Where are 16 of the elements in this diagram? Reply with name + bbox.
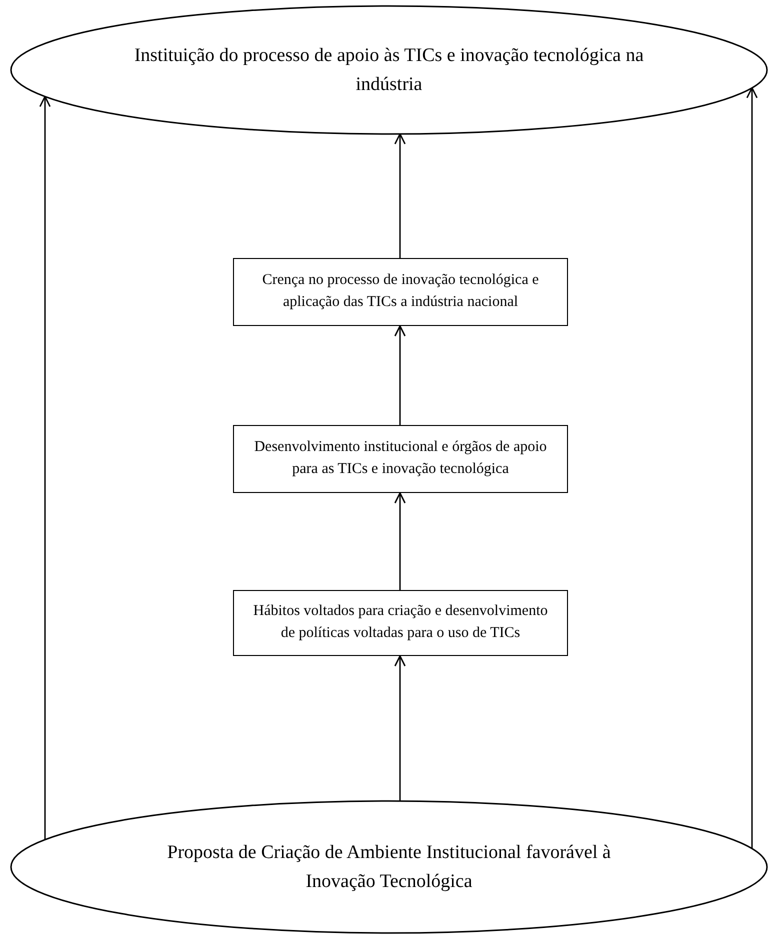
arrow	[394, 492, 406, 590]
arrow	[746, 87, 758, 849]
ellipse-node	[10, 800, 768, 934]
arrow	[394, 325, 406, 425]
process-box	[233, 425, 568, 493]
arrow	[394, 655, 406, 802]
ellipse-node	[10, 5, 768, 135]
process-box	[233, 590, 568, 656]
arrow	[394, 133, 406, 258]
arrow	[39, 96, 51, 840]
node-text: Instituição do processo de apoio às TICs e inovação tecnológica na indústria	[133, 44, 645, 97]
node-text: Proposta de Criação de Ambiente Institucional favorável à Inovação Tecnológica	[166, 840, 612, 894]
node-text: Hábitos voltados para criação e desenvolvimento de políticas voltadas para o uso de TICs	[252, 602, 549, 643]
node-text: Crença no processo de inovação tecnológica e aplicação das TICs a indústria nacional	[261, 271, 540, 312]
process-box	[233, 258, 568, 326]
node-text: Desenvolvimento institucional e órgãos de apoio para as TICs e inovação tecnológica	[253, 438, 548, 479]
